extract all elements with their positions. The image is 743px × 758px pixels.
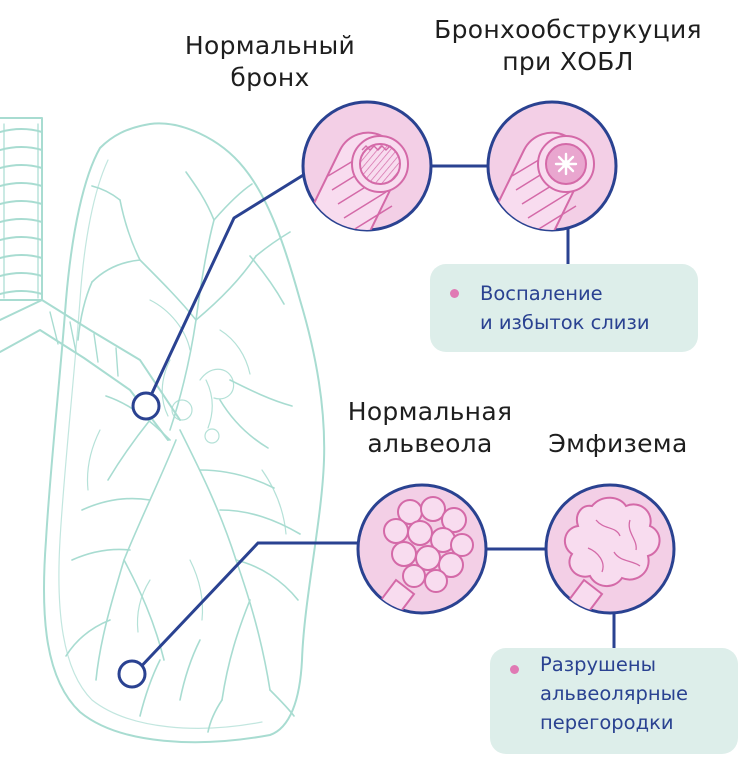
label-copd-obstruction: Бронхообструкуция при ХОБЛ xyxy=(412,14,724,78)
normal-bronchus-circle xyxy=(300,102,431,260)
callout-inflammation: Воспаление и избыток слизи xyxy=(430,264,698,352)
label-normal-alveolus: Нормальная альвеола xyxy=(320,396,540,460)
normal-alveolus-circle xyxy=(358,485,486,634)
lung-illustration xyxy=(0,118,324,742)
label-normal-bronchus-line2: бронх xyxy=(160,62,380,94)
label-normal-bronchus: Нормальный бронх xyxy=(160,30,380,94)
bronchial-tree xyxy=(66,172,300,732)
callout-septa-line3: перегородки xyxy=(540,708,688,737)
trachea xyxy=(0,118,42,300)
callout-inflammation-text: Воспаление и избыток слизи xyxy=(480,279,650,337)
bullet-dot xyxy=(510,665,519,674)
lung-outline xyxy=(44,123,324,742)
marker-alveolus xyxy=(119,661,145,687)
callout-septa-text: Разрушены альвеолярные перегородки xyxy=(540,650,688,737)
callout-septa-line2: альвеолярные xyxy=(540,679,688,708)
label-normal-alveolus-line1: Нормальная xyxy=(320,396,540,428)
label-copd-line1: Бронхообструкуция xyxy=(412,14,724,46)
label-emphysema: Эмфизема xyxy=(528,428,708,460)
marker-bronchus xyxy=(133,393,159,419)
emphysema-circle xyxy=(546,485,674,634)
bullet-dot xyxy=(450,289,459,298)
label-copd-line2: при ХОБЛ xyxy=(412,46,724,78)
callout-destroyed-septa: Разрушены альвеолярные перегородки xyxy=(490,648,738,754)
callout-inflammation-line1: Воспаление xyxy=(480,279,650,308)
main-bronchus xyxy=(0,300,180,440)
callout-inflammation-line2: и избыток слизи xyxy=(480,308,650,337)
callout-septa-line1: Разрушены xyxy=(540,650,688,679)
label-normal-alveolus-line2: альвеола xyxy=(320,428,540,460)
label-normal-bronchus-line1: Нормальный xyxy=(160,30,380,62)
copd-bronchus-circle xyxy=(484,102,616,260)
